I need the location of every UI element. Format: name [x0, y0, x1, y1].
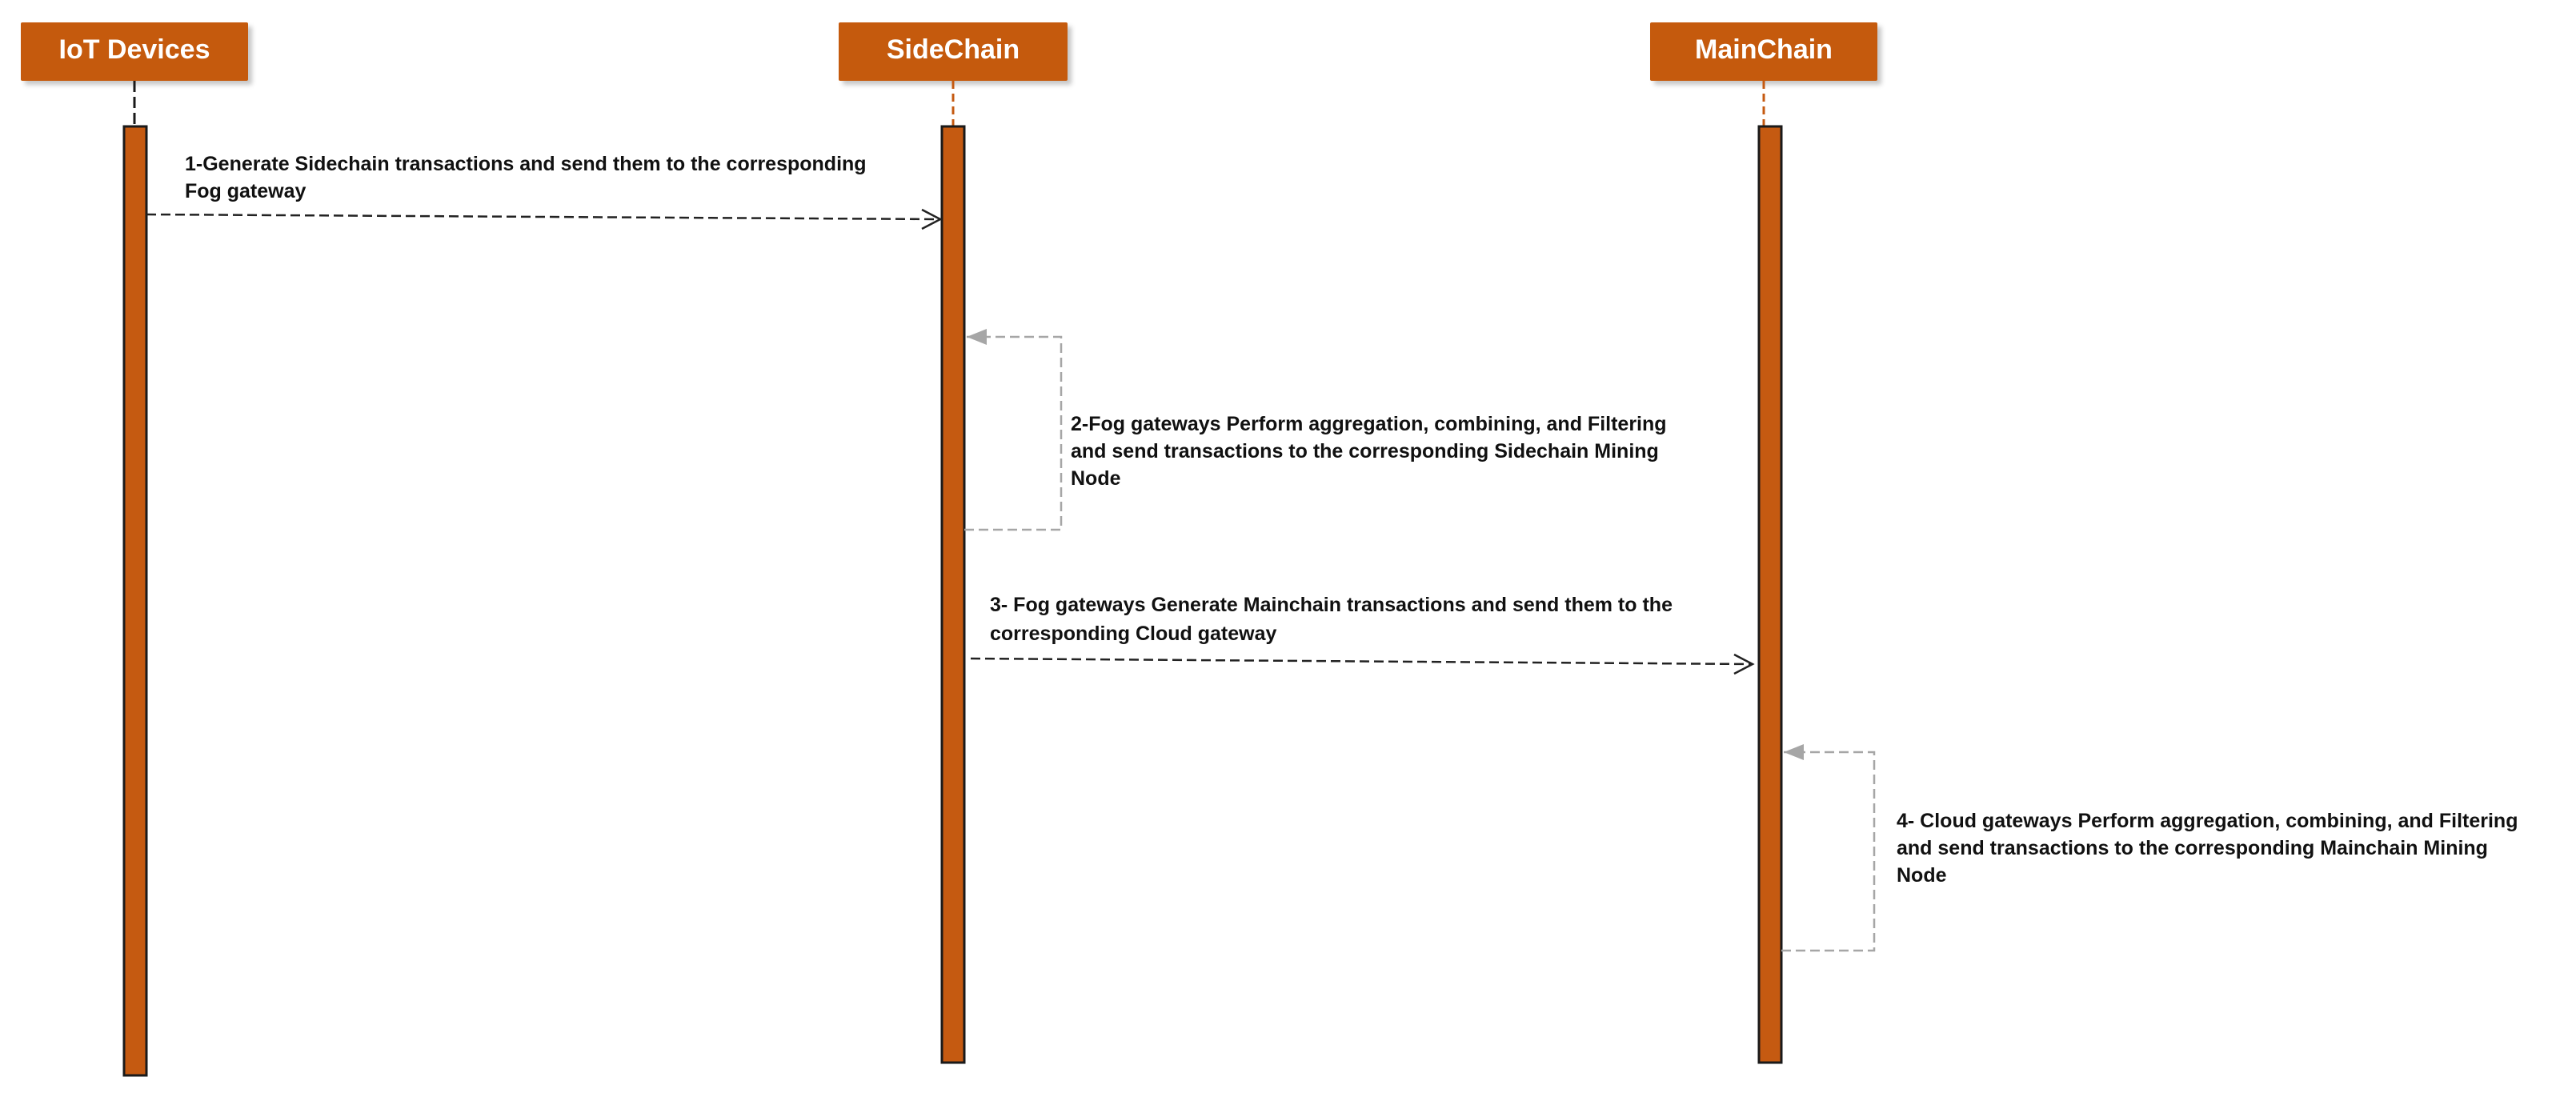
message-label-4-line-1: 4- Cloud gateways Perform aggregation, c… — [1897, 810, 2518, 832]
message-3: 3- Fog gateways Generate Mainchain trans… — [970, 594, 1755, 675]
lifeline-title-iot-devices: IoT Devices — [59, 34, 210, 65]
lifeline-sidechain: SideChain — [839, 22, 1068, 1064]
arrowhead-filled-4 — [1784, 744, 1804, 760]
activation-bar-iot-devices — [122, 125, 148, 1077]
message-4-self-loop: 4- Cloud gateways Perform aggregation, c… — [1781, 744, 2523, 952]
message-arrow-1[interactable] — [146, 213, 941, 221]
self-loop-arrow-2[interactable] — [964, 335, 1063, 531]
message-label-2: 2-Fog gateways Perform aggregation, comb… — [1071, 413, 1672, 490]
message-label-3: 3- Fog gateways Generate Mainchain trans… — [990, 594, 1678, 645]
arrowhead-open-1 — [921, 208, 943, 230]
activation-bar-sidechain — [940, 125, 966, 1064]
message-label-2-line-3: Node — [1071, 467, 1121, 490]
self-loop-arrow-4[interactable] — [1781, 751, 1876, 952]
arrowhead-open-3 — [1733, 653, 1755, 675]
message-label-4: 4- Cloud gateways Perform aggregation, c… — [1897, 810, 2523, 887]
activation-bar-mainchain — [1757, 125, 1783, 1064]
message-label-2-line-2: and send transactions to the correspondi… — [1071, 440, 1659, 462]
lifeline-header-sidechain[interactable] — [839, 22, 1068, 81]
arrowhead-filled-2 — [967, 329, 987, 345]
message-label-3-line-1: 3- Fog gateways Generate Mainchain trans… — [990, 594, 1673, 616]
lifeline-iot-devices: IoT Devices — [21, 22, 248, 1077]
lifeline-header-iot-devices[interactable] — [21, 22, 248, 81]
message-arrow-3[interactable] — [970, 657, 1753, 666]
message-1: 1-Generate Sidechain transactions and se… — [146, 153, 943, 230]
lifeline-title-mainchain: MainChain — [1695, 34, 1833, 65]
message-label-3-line-2: corresponding Cloud gateway — [990, 623, 1276, 645]
lifeline-header-mainchain[interactable] — [1650, 22, 1877, 81]
message-label-2-line-1: 2-Fog gateways Perform aggregation, comb… — [1071, 413, 1667, 435]
message-label-4-line-3: Node — [1897, 864, 1947, 887]
message-label-1-line-2: Fog gateway — [185, 180, 306, 202]
message-label-1: 1-Generate Sidechain transactions and se… — [185, 153, 872, 202]
message-label-4-line-2: and send transactions to the correspondi… — [1897, 837, 2488, 859]
lifeline-title-sidechain: SideChain — [887, 34, 1020, 65]
message-2-self-loop: 2-Fog gateways Perform aggregation, comb… — [964, 329, 1672, 531]
lifeline-mainchain: MainChain — [1650, 22, 1877, 1064]
message-label-1-line-1: 1-Generate Sidechain transactions and se… — [185, 153, 867, 175]
